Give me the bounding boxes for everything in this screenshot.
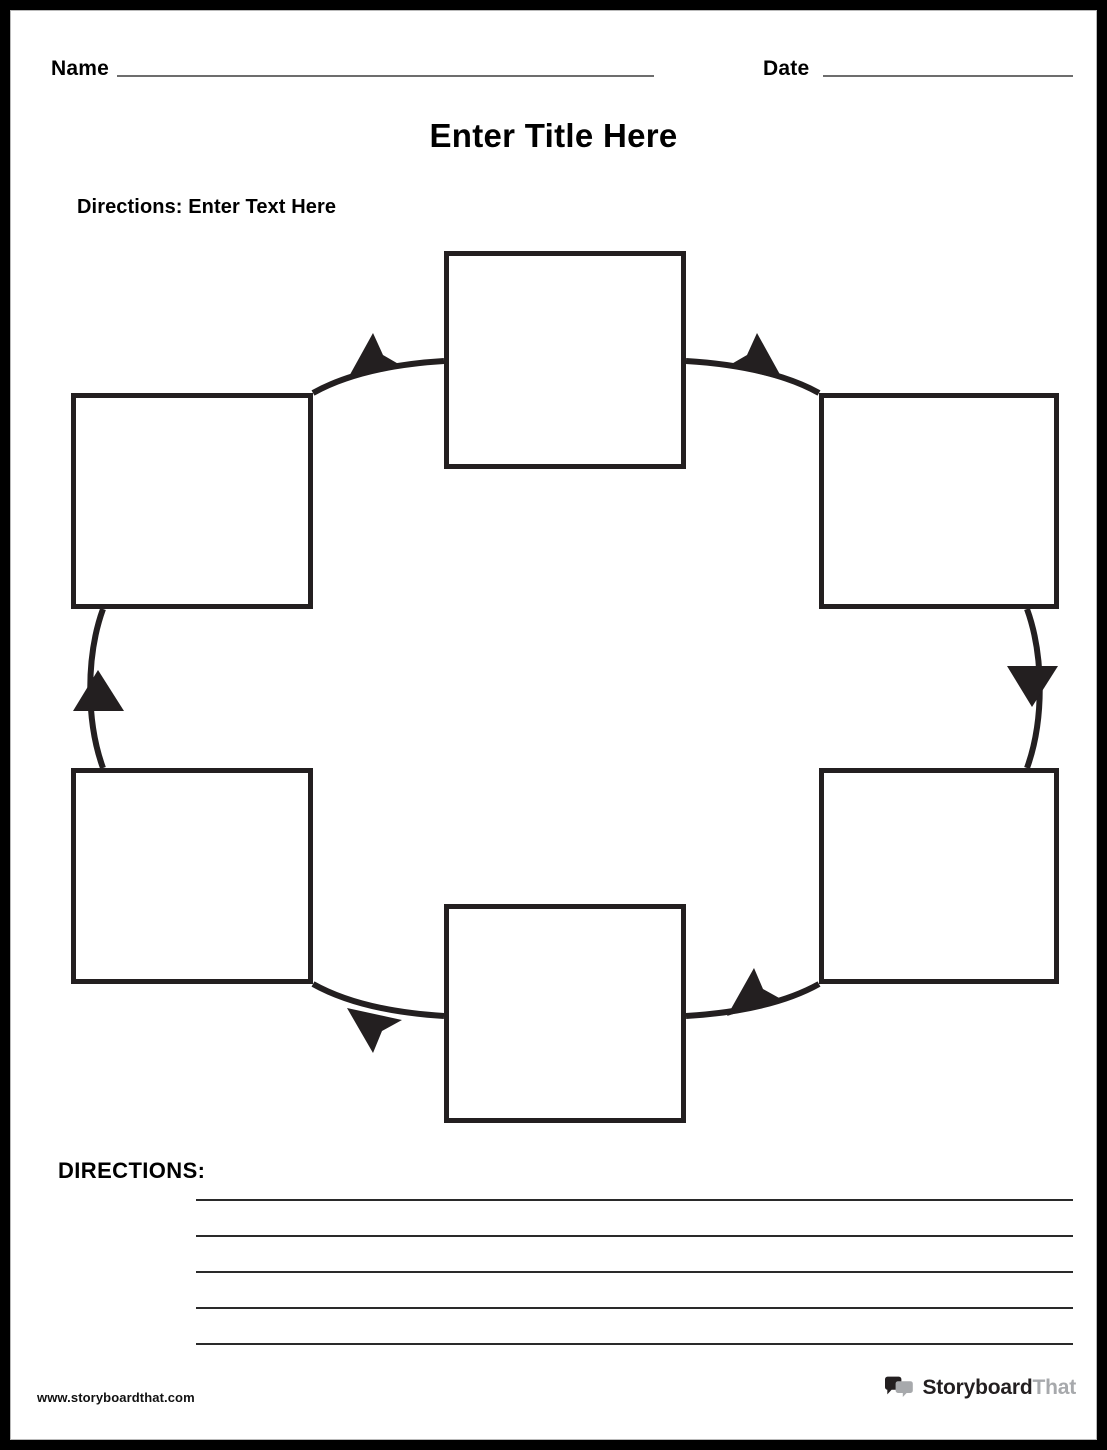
storyboardthat-logo[interactable]: StoryboardThat — [884, 1376, 1076, 1400]
cycle-box-upper-right[interactable] — [819, 393, 1059, 609]
page-title[interactable]: Enter Title Here — [429, 117, 678, 154]
directions-write-line-2[interactable] — [196, 1235, 1073, 1237]
logo-text-primary: Storyboard — [922, 1376, 1033, 1399]
arrowhead-upper-right-to-lower-right — [1007, 666, 1058, 707]
footer-url[interactable]: www.storyboardthat.com — [37, 1390, 195, 1405]
name-label: Name — [51, 57, 109, 80]
cycle-box-lower-right[interactable] — [819, 768, 1059, 984]
name-write-line[interactable] — [117, 75, 654, 77]
date-label: Date — [763, 57, 810, 80]
directions-prompt[interactable]: Directions: Enter Text Here — [77, 196, 337, 218]
arrowhead-lower-left-to-upper-left — [73, 670, 124, 711]
arrow-line-bottom-to-lower-left — [311, 981, 445, 1019]
logo-wordmark: StoryboardThat — [922, 1376, 1076, 1400]
date-write-line[interactable] — [823, 75, 1073, 77]
cycle-box-lower-left[interactable] — [71, 768, 313, 984]
directions-write-line-5[interactable] — [196, 1343, 1073, 1345]
arrow-line-top-to-upper-left — [311, 358, 445, 396]
arrow-line-lower-left-to-upper-left — [87, 607, 106, 770]
logo-text-secondary: That — [1032, 1376, 1076, 1399]
arrowhead-upper-right-to-top — [728, 333, 783, 380]
directions-heading: DIRECTIONS: — [58, 1158, 206, 1183]
cycle-box-upper-left[interactable] — [71, 393, 313, 609]
arrowhead-bottom-to-lower-left — [347, 1008, 402, 1053]
directions-write-line-3[interactable] — [196, 1271, 1073, 1273]
directions-write-line-1[interactable] — [196, 1199, 1073, 1201]
cycle-box-bottom[interactable] — [444, 904, 686, 1123]
arrowhead-top-to-upper-left — [347, 333, 402, 380]
arrow-line-lower-right-to-bottom — [685, 981, 821, 1019]
speech-bubbles-icon — [885, 1376, 914, 1397]
directions-write-line-4[interactable] — [196, 1307, 1073, 1309]
cycle-box-top[interactable] — [444, 251, 686, 469]
cycle-diagram-arrows — [73, 333, 1058, 1053]
worksheet-sheet: Name Date Enter Title Here Directions: E… — [10, 10, 1097, 1440]
arrow-line-upper-right-to-top — [685, 358, 821, 396]
arrow-line-upper-right-to-lower-right — [1024, 607, 1043, 770]
arrowhead-lower-right-to-bottom — [727, 968, 781, 1016]
